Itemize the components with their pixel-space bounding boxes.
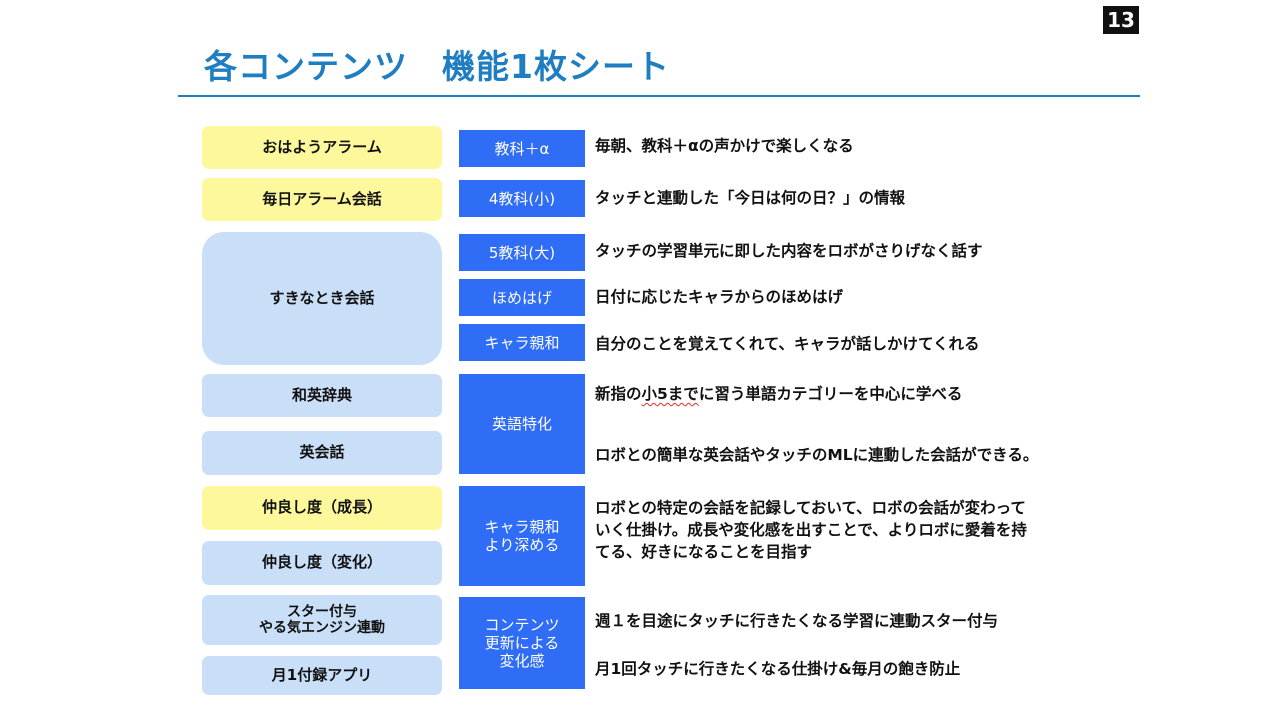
description-6-start: 新指の: [595, 385, 642, 403]
feature-jp-en-dictionary: 和英辞典: [202, 374, 442, 417]
category-content-update: コンテンツ 更新による 変化感: [459, 597, 585, 689]
description-8: ロボとの特定の会話を記録しておいて、ロボの会話が変わって いく仕掛け。成長や変化…: [595, 499, 1027, 561]
feature-anytime-talk: すきなとき会話: [202, 232, 442, 365]
feature-daily-alarm-talk: 毎日アラーム会話: [202, 178, 442, 221]
description-1: 毎朝、教科＋αの声かけで楽しくなる: [595, 137, 854, 155]
description-9: 週１を目途にタッチに行きたくなる学習に連動スター付与: [595, 612, 999, 630]
description-3: タッチの学習単元に即した内容をロボがさりげなく話す: [595, 242, 983, 260]
category-subjects-plus: 教科＋α: [459, 130, 585, 167]
description-2: タッチと連動した「今日は何の日？」の情報: [595, 189, 906, 207]
description-10: 月1回タッチに行きたくなる仕掛け&毎月の飽き防止: [595, 660, 961, 678]
description-5: 自分のことを覚えてくれて、キャラが話しかけてくれる: [595, 335, 980, 353]
feature-star-reward: スター付与 やる気エンジン連動: [202, 595, 442, 645]
category-character-deepen: キャラ親和 より深める: [459, 486, 585, 586]
category-4-subjects: 4教科(小): [459, 180, 585, 217]
page-title: 各コンテンツ 機能1枚シート: [204, 47, 670, 86]
description-7: ロボとの簡単な英会話やタッチのMLに連動した会話ができる。: [595, 446, 1039, 464]
feature-friendship-growth: 仲良し度（成長）: [202, 486, 442, 530]
category-english: 英語特化: [459, 374, 585, 474]
category-5-subjects: 5教科(大): [459, 234, 585, 271]
description-6-end: に習う単語カテゴリーを中心に学べる: [698, 385, 963, 403]
feature-ohayou-alarm: おはようアラーム: [202, 126, 442, 169]
category-character-affinity: キャラ親和: [459, 324, 585, 361]
page-number: 13: [1103, 6, 1139, 34]
title-divider: [178, 95, 1140, 97]
category-praise: ほめはげ: [459, 279, 585, 316]
description-4: 日付に応じたキャラからのほめはげ: [595, 288, 844, 306]
feature-friendship-change: 仲良し度（変化）: [202, 541, 442, 585]
feature-english-conversation: 英会話: [202, 431, 442, 475]
description-6-underlined: 小5まで: [641, 385, 699, 403]
description-6: 新指の小5までに習う単語カテゴリーを中心に学べる: [595, 383, 962, 406]
feature-monthly-app: 月1付録アプリ: [202, 656, 442, 695]
